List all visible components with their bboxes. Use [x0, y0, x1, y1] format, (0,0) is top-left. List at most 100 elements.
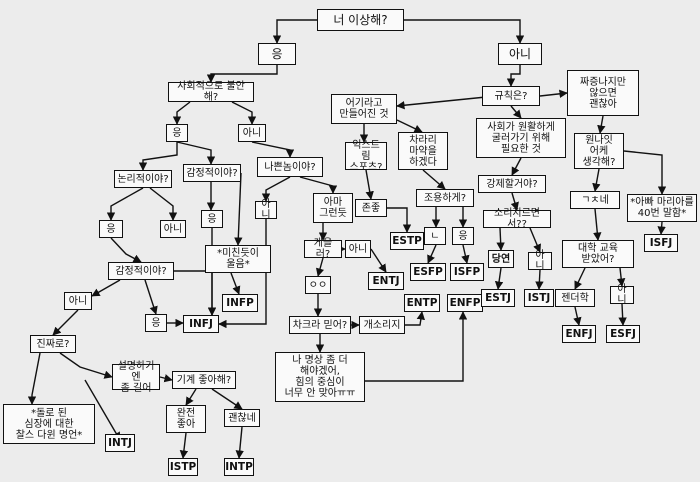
node-society: 사회가 원활하게 굴러가기 위해 필요한 것 — [476, 118, 566, 158]
node-no-yell: 아니 — [528, 250, 552, 272]
node-yes-logic: 응 — [99, 220, 123, 238]
node-extreme: 익스트림 스포츠? — [345, 140, 387, 173]
connector-arrow — [529, 227, 541, 253]
connector-arrow — [299, 176, 338, 194]
connector-arrow — [179, 432, 189, 459]
node-no-bad: 아니 — [255, 199, 277, 221]
node-dad: *아빠 마리아를 40번 말함* — [627, 194, 697, 222]
connector-arrow — [405, 311, 426, 326]
connector-arrow — [657, 221, 666, 235]
node-sure: 당연 — [488, 250, 514, 268]
node-start: 너 이상해? — [317, 9, 404, 31]
node-perfect: 완전 좋아 — [166, 405, 206, 433]
node-yes-bottom: 응 — [145, 314, 167, 332]
connector-arrow — [251, 141, 295, 158]
node-estp: ESTP — [390, 232, 424, 250]
node-explain: 설명하기엔 좀 길어 — [112, 361, 160, 394]
connector-arrow — [422, 169, 446, 190]
connector-arrow — [623, 150, 667, 195]
node-quiet: 조용하게? — [416, 189, 474, 207]
node-esfj: ESFJ — [606, 325, 640, 343]
node-quote: *돌로 된 심장에 대한 찰스 다윈 명언* — [3, 404, 95, 444]
node-no-logic: 아니 — [160, 220, 186, 238]
connector-arrow — [506, 65, 521, 87]
connector-arrow — [370, 248, 387, 273]
node-what-think: 원나잇 어케 생각해? — [574, 133, 624, 169]
connector-arrow — [211, 388, 243, 410]
node-meditate: 나 명상 좀 더 해야겠어, 힘의 중심이 너무 안 맞아ㅠㅠ — [275, 352, 365, 402]
connector-arrow — [574, 267, 586, 290]
node-enfj: ENFJ — [562, 325, 596, 343]
node-yes-quiet: 응 — [452, 227, 474, 245]
node-crazy: *미친듯이 울음* — [205, 245, 271, 273]
node-enfp: ENFP — [447, 294, 483, 312]
node-esfp: ESFP — [410, 263, 446, 281]
node-no-college: 아니 — [610, 284, 634, 306]
connector-arrow — [494, 267, 504, 290]
node-oo: ㅇㅇ — [305, 276, 331, 294]
node-really: 진짜로? — [30, 335, 76, 353]
node-lazy: 게을러? — [304, 238, 342, 260]
node-entj: ENTJ — [368, 272, 404, 290]
connector-arrow — [52, 309, 79, 336]
connector-arrow — [174, 270, 217, 316]
node-yes-1: 응 — [258, 43, 296, 65]
node-entp: ENTP — [404, 294, 440, 312]
node-rules: 규칙은? — [482, 86, 540, 106]
node-respect: 존좋 — [355, 199, 387, 217]
node-no-1: 아니 — [498, 43, 542, 65]
node-istp: ISTP — [168, 458, 198, 476]
connector-arrow — [535, 269, 544, 290]
connector-arrow — [404, 19, 525, 44]
connector-arrow — [427, 244, 437, 264]
connector-arrow — [618, 303, 627, 326]
connector-arrow — [176, 141, 216, 165]
connector-arrow — [593, 208, 602, 241]
node-social-anxiety: 사회적으로 불안해? — [168, 81, 254, 103]
node-nieun: ㄴ — [424, 227, 446, 245]
node-yes-2: 응 — [166, 124, 188, 142]
node-emotional-2: 감정적이야? — [108, 262, 174, 280]
node-isfp: ISFP — [450, 263, 484, 281]
connector-arrow — [235, 426, 244, 459]
connector-arrow — [234, 172, 243, 246]
connector-arrow — [185, 388, 197, 406]
connector-arrow — [91, 279, 121, 297]
node-emotional-1: 감정적이야? — [183, 164, 241, 182]
connector-arrow — [592, 168, 601, 192]
node-annoyed: 짜증나지만 않으면 괜찮아 — [567, 70, 639, 116]
connector-arrow — [365, 169, 374, 200]
connector-arrow — [539, 89, 568, 99]
connector-arrow — [511, 157, 522, 176]
connector-arrow — [159, 374, 173, 383]
connector-arrow — [387, 207, 412, 233]
node-intj: INTJ — [105, 434, 135, 452]
connector-arrow — [230, 272, 241, 295]
node-gender: 젠더학 — [555, 289, 595, 307]
connector-arrow — [396, 119, 423, 133]
connector-arrow — [144, 279, 158, 315]
node-istj: ISTJ — [524, 289, 554, 307]
connector-arrow — [138, 142, 178, 171]
node-rather: 차라리 마약을 하겠다 — [398, 132, 448, 170]
node-estj: ESTJ — [481, 289, 515, 307]
connector-arrow — [315, 257, 325, 277]
node-nonsense: 개소리지 — [359, 316, 405, 334]
node-no-2: 아니 — [238, 124, 266, 142]
connector-arrow — [110, 237, 142, 263]
node-college: 대학 교육 받았어? — [562, 240, 634, 268]
node-bad-person: 나쁜놈이야? — [257, 157, 323, 177]
node-isfj: ISFJ — [644, 234, 678, 252]
node-force: 강제할거야? — [478, 175, 546, 193]
node-logical: 논리적이야? — [114, 170, 172, 188]
connector-arrow — [261, 176, 291, 202]
connector-arrow — [59, 352, 113, 379]
connector-arrow — [231, 101, 257, 125]
connector-arrow — [106, 187, 144, 221]
node-yes-emo: 응 — [201, 210, 223, 228]
node-infp: INFP — [222, 294, 258, 312]
connector-arrow — [206, 65, 278, 83]
node-okay: 괜찮네 — [224, 409, 260, 427]
node-no-lazy: 아니 — [345, 240, 371, 258]
